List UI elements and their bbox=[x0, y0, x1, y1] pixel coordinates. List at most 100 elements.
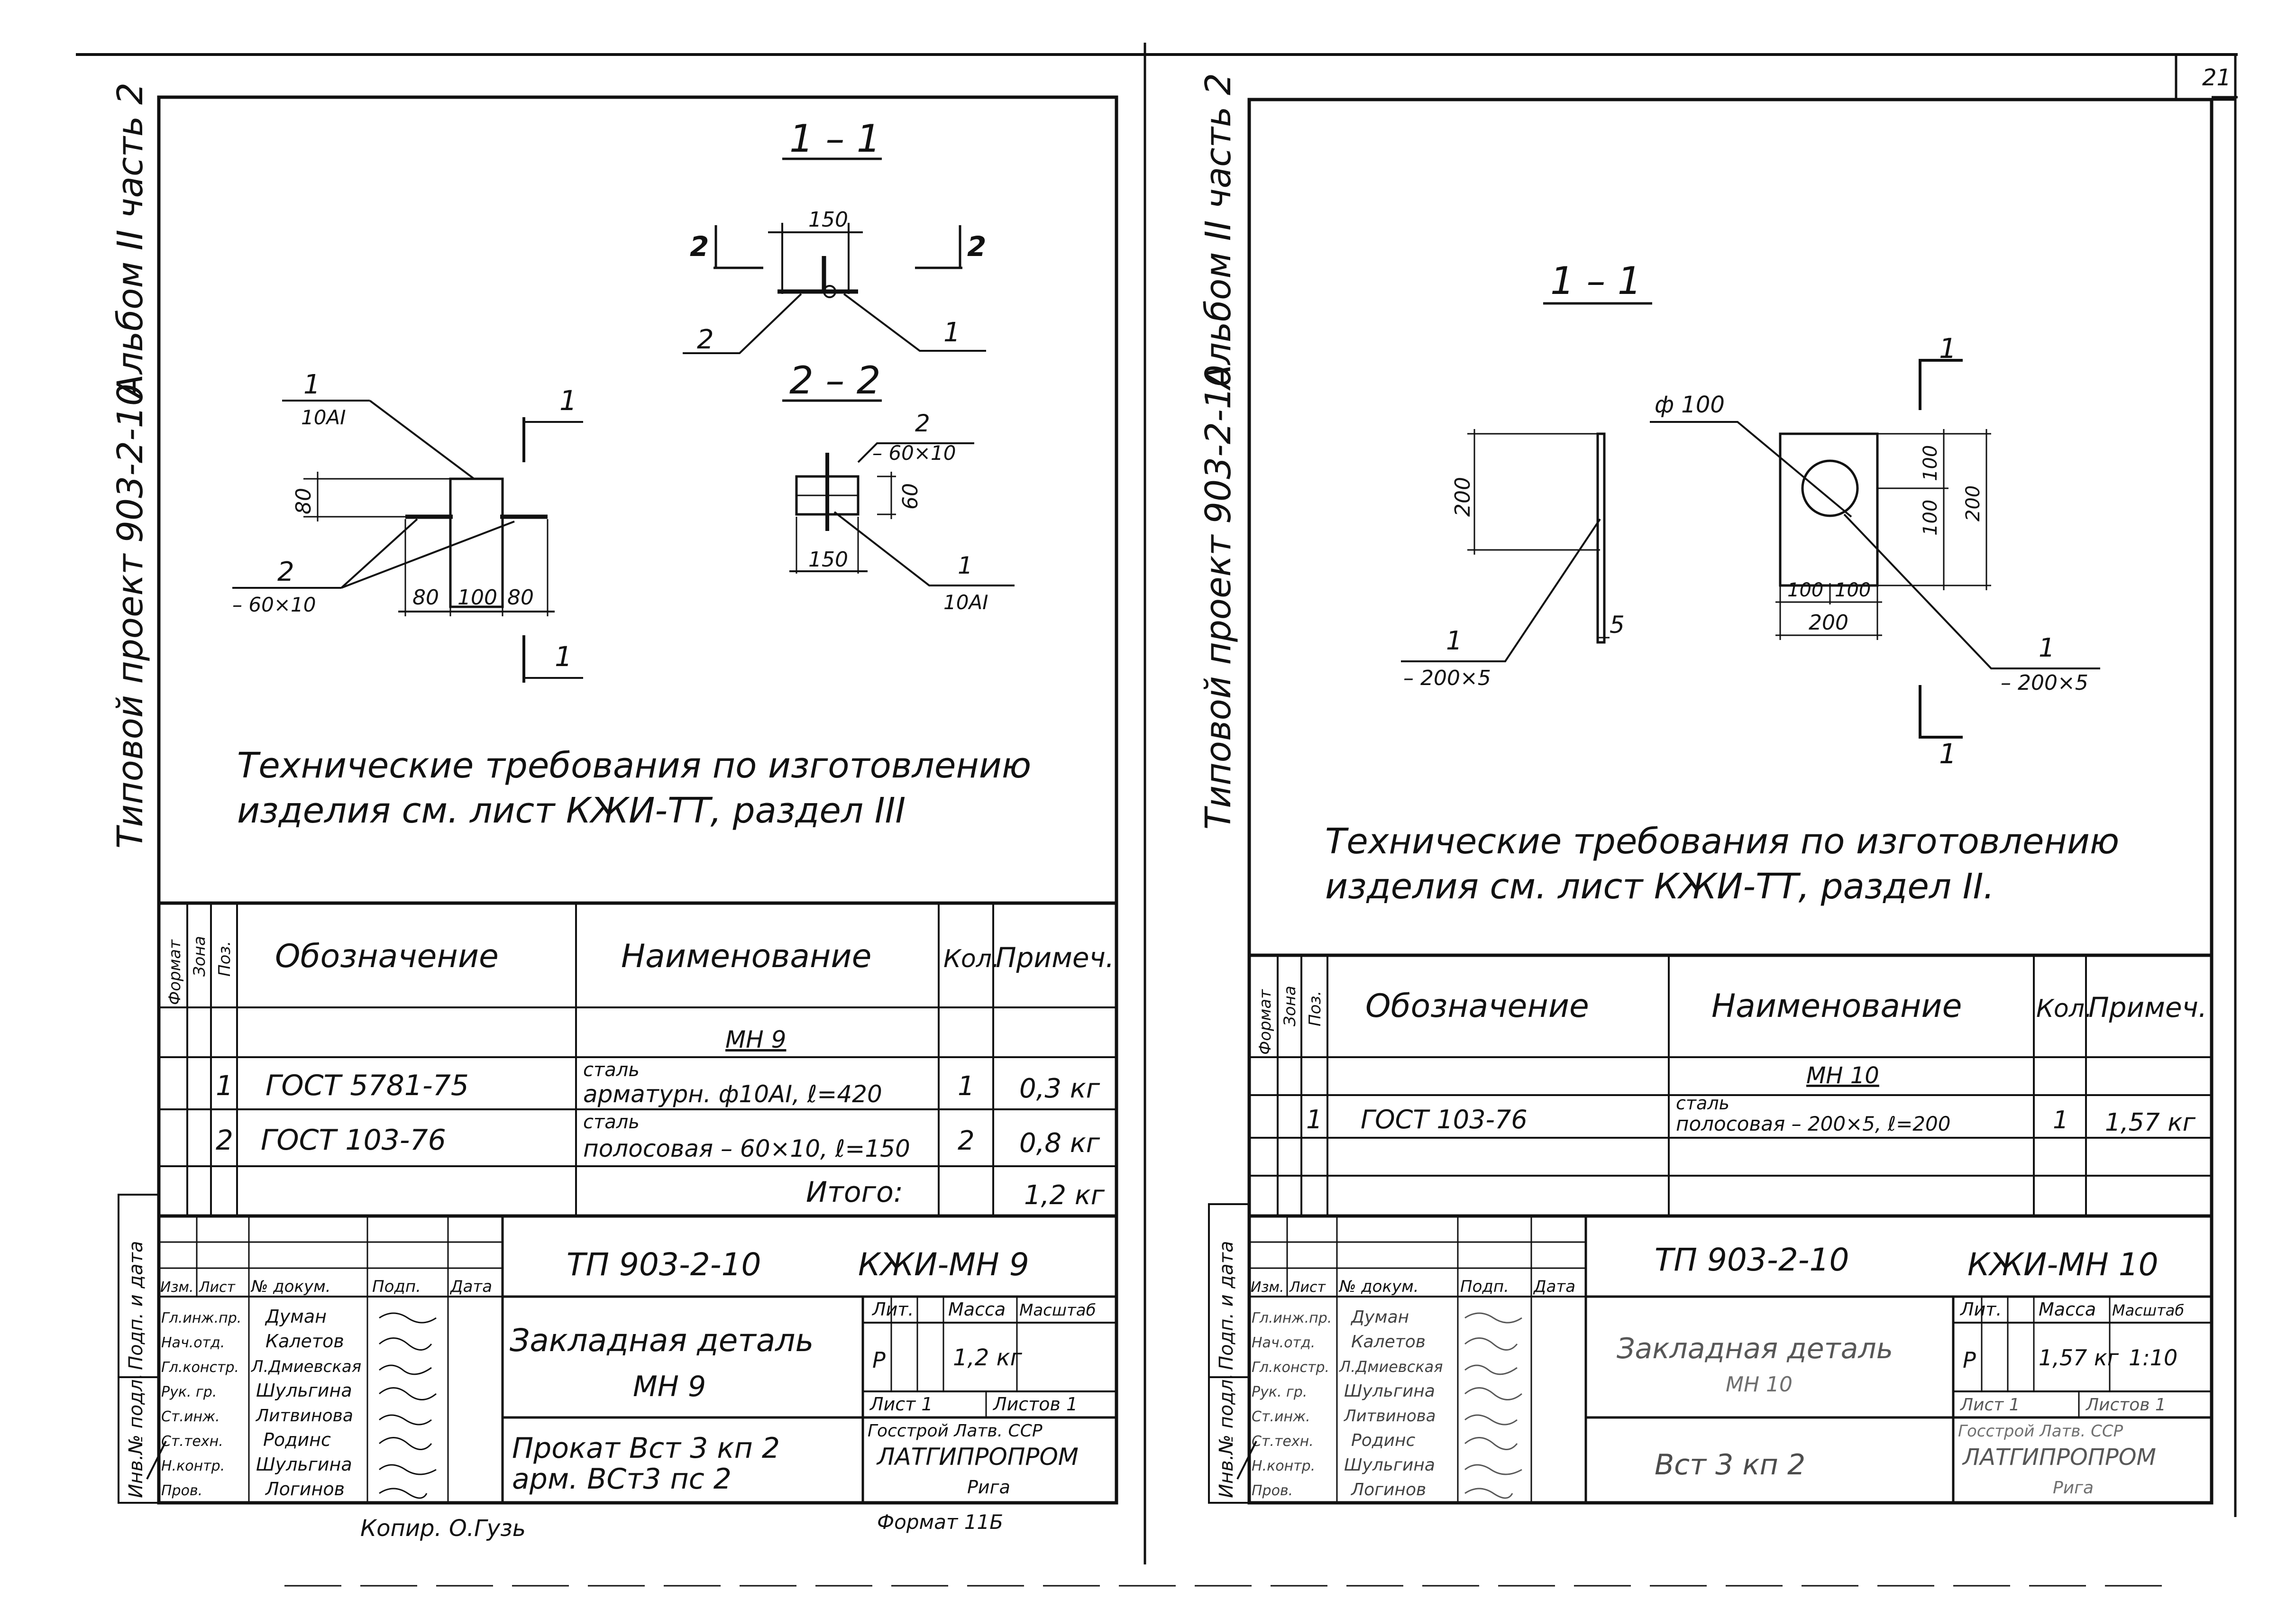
left-dim-150-side: 150 bbox=[808, 548, 848, 572]
right-plate-plan bbox=[1779, 432, 1879, 587]
right-row1-qty: 1 bbox=[2053, 1106, 2068, 1134]
left-tb-mark: КЖИ-МН 9 bbox=[858, 1246, 1029, 1283]
left-album-label: Альбом II часть 2 bbox=[110, 82, 151, 400]
table-row: 2 ГОСТ 103-76 сталь полосовая – 60×10, ℓ… bbox=[216, 1111, 1100, 1162]
left-row2-qty: 2 bbox=[958, 1125, 975, 1156]
right-section-title: 1 – 1 bbox=[1550, 259, 1642, 303]
left-project-label: Типовой проект 903-2-10 bbox=[110, 384, 151, 849]
left-person-name: Л.Дмиевская bbox=[250, 1357, 361, 1376]
left-dim-80: 80 bbox=[412, 585, 439, 610]
right-person-role: Ст.техн. bbox=[1252, 1433, 1314, 1450]
left-dim-150-top: 150 bbox=[808, 208, 848, 232]
left-dim-100: 100 bbox=[457, 585, 497, 610]
left-row2-doc: ГОСТ 103-76 bbox=[261, 1124, 446, 1157]
left-tb-org3: Рига bbox=[967, 1477, 1010, 1498]
right-tb-mass-h: Масса bbox=[2039, 1299, 2096, 1320]
left-main-cut-top-label: 1 bbox=[559, 384, 577, 417]
right-person-name: Логинов bbox=[1350, 1480, 1426, 1499]
left-person-role: Нач.отд. bbox=[161, 1335, 225, 1351]
right-thickness: 5 bbox=[1610, 611, 1625, 639]
right-pos1-a-size: – 200×5 bbox=[1403, 666, 1491, 690]
right-tech-line2: изделия см. лист КЖИ-ТТ, раздел II. bbox=[1325, 866, 1994, 907]
left-22-pos1-spec: 10AI bbox=[943, 591, 988, 614]
right-cut-top bbox=[1919, 359, 1963, 410]
left-tb-title2: МН 9 bbox=[633, 1370, 706, 1403]
right-side-sign-date: Подп. и дата bbox=[1216, 1241, 1237, 1370]
right-tb-mark-slash bbox=[1236, 1441, 1257, 1480]
left-person-name: Логинов bbox=[265, 1479, 345, 1499]
right-tb-scale-h: Масштаб bbox=[2112, 1301, 2184, 1319]
left-tb-side-strip bbox=[118, 1194, 160, 1504]
left-spec-h-note: Примеч. bbox=[996, 942, 1114, 974]
left-main-pos1: 1 bbox=[303, 369, 320, 400]
left-spec-vh-zone: Зона bbox=[190, 936, 209, 977]
left-person-role: Гл.констр. bbox=[161, 1359, 239, 1376]
right-spec-vh-zone: Зона bbox=[1281, 986, 1299, 1026]
right-side-inv: Инв.№ подл. bbox=[1216, 1373, 1237, 1498]
table-row: 1 ГОСТ 103-76 сталь полосовая – 200×5, ℓ… bbox=[1306, 1093, 2196, 1137]
left-top-pos1: 1 bbox=[943, 317, 960, 348]
left-row1-qty: 1 bbox=[958, 1071, 975, 1102]
left-cut-mark-left: 2 bbox=[690, 230, 709, 263]
right-hole-label: ф 100 bbox=[1655, 392, 1725, 418]
left-spec-h-name: Наименование bbox=[621, 938, 871, 975]
left-total-value: 1,2 кг bbox=[1024, 1180, 1105, 1211]
right-person-name: Родинс bbox=[1351, 1431, 1416, 1450]
right-spec-h-qty: Кол. bbox=[2036, 995, 2093, 1023]
left-section-title-22: 2 – 2 bbox=[789, 358, 881, 402]
left-person-role: Пров. bbox=[161, 1482, 202, 1499]
left-tech-line1: Технические требования по изготовлению bbox=[237, 745, 1031, 786]
left-tb-org1: Госстрой Латв. ССР bbox=[868, 1421, 1043, 1441]
left-row1-name-top: сталь bbox=[583, 1059, 640, 1081]
right-tb-h-date: Дата bbox=[1533, 1277, 1575, 1296]
left-22-pos2: 2 bbox=[915, 410, 930, 437]
left-main-pos2-leader-a bbox=[340, 518, 418, 589]
right-person-role: Пров. bbox=[1252, 1482, 1293, 1499]
left-total-label: Итого: bbox=[806, 1176, 903, 1209]
right-dim-100c: 100 bbox=[1787, 579, 1823, 601]
left-spec-vh-format: Формат bbox=[165, 939, 184, 1005]
left-22-pos1: 1 bbox=[958, 552, 973, 579]
right-person-role: Гл.инж.пр. bbox=[1252, 1310, 1332, 1326]
left-tech-line2: изделия см. лист КЖИ-ТТ, раздел III bbox=[237, 790, 906, 831]
right-tb-org3: Рига bbox=[2053, 1478, 2094, 1498]
left-dim-80-left: 80 bbox=[292, 488, 316, 514]
left-spec-h-qty: Кол. bbox=[943, 945, 1000, 973]
right-person-name: Л.Дмиевская bbox=[1339, 1358, 1443, 1376]
left-signatures bbox=[379, 1312, 437, 1499]
left-row1-note: 0,3 кг bbox=[1019, 1073, 1100, 1104]
left-main-pos2: 2 bbox=[277, 557, 294, 587]
right-pos1-a: 1 bbox=[1446, 626, 1462, 656]
right-spec-group: МН 10 bbox=[1806, 1062, 1879, 1089]
left-tb-lit: Р bbox=[872, 1347, 886, 1373]
right-dim-200-b: 200 bbox=[1809, 611, 1848, 635]
left-format-label: Формат 11Б bbox=[877, 1510, 1003, 1534]
left-person-role: Гл.инж.пр. bbox=[161, 1310, 241, 1326]
left-main-pos1-spec: 10AI bbox=[301, 406, 346, 429]
left-row2-pos: 2 bbox=[216, 1124, 233, 1156]
left-row1-doc: ГОСТ 5781-75 bbox=[265, 1069, 469, 1102]
left-tb-lit-h: Лит. bbox=[871, 1299, 914, 1320]
right-pos1-b: 1 bbox=[2039, 633, 2055, 663]
left-person-name: Шульгина bbox=[256, 1454, 352, 1475]
right-person-name: Литвинова bbox=[1343, 1407, 1436, 1426]
right-dim-200-r: 200 bbox=[1962, 485, 1984, 521]
right-dim-100a: 100 bbox=[1920, 445, 1941, 481]
left-tb-h-doc: № докум. bbox=[250, 1277, 331, 1296]
right-dim-100d: 100 bbox=[1835, 579, 1871, 601]
left-tb-material2: арм. ВСт3 пс 2 bbox=[512, 1463, 732, 1496]
right-spec-vh-format: Формат bbox=[1256, 989, 1275, 1055]
left-frame bbox=[157, 95, 1118, 1505]
left-top-pos2: 2 bbox=[697, 324, 714, 355]
right-tb-scale: 1:10 bbox=[2129, 1345, 2177, 1371]
right-person-role: Нач.отд. bbox=[1252, 1335, 1315, 1351]
right-hole-leader bbox=[1650, 421, 1852, 518]
left-22-leader-pos1 bbox=[833, 511, 1015, 586]
right-dim-200-v: 200 bbox=[1451, 477, 1475, 517]
right-dim-100b: 100 bbox=[1920, 500, 1941, 536]
right-tb-lit: Р bbox=[1963, 1347, 1976, 1373]
left-cut-mark-right: 2 bbox=[967, 230, 986, 263]
left-person-name: Калетов bbox=[265, 1331, 344, 1352]
right-cut-bottom bbox=[1919, 685, 1963, 739]
left-tb-h-date: Дата bbox=[449, 1277, 492, 1296]
